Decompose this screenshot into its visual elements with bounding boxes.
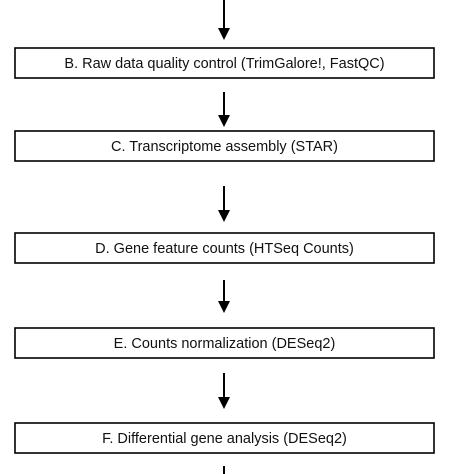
step-e-label: E. Counts normalization (DESeq2) xyxy=(114,336,336,352)
step-f: F. Differential gene analysis (DESeq2) xyxy=(14,422,435,454)
step-e-box xyxy=(14,327,435,359)
step-c-label: C. Transcriptome assembly (STAR) xyxy=(111,139,338,155)
step-d-box xyxy=(14,232,435,264)
step-b: B. Raw data quality control (TrimGalore!… xyxy=(14,47,435,79)
arrow-b-to-c xyxy=(218,92,230,127)
step-f-box xyxy=(14,422,435,454)
step-f-label: F. Differential gene analysis (DESeq2) xyxy=(102,431,347,447)
step-b-box xyxy=(14,47,435,79)
step-d-label: D. Gene feature counts (HTSeq Counts) xyxy=(95,241,354,257)
arrow-c-to-d xyxy=(218,186,230,222)
arrow-e-to-f xyxy=(218,373,230,409)
step-c-box xyxy=(14,130,435,162)
step-b-label: B. Raw data quality control (TrimGalore!… xyxy=(64,56,384,72)
step-d: D. Gene feature counts (HTSeq Counts) xyxy=(14,232,435,264)
step-e: E. Counts normalization (DESeq2) xyxy=(14,327,435,359)
step-c: C. Transcriptome assembly (STAR) xyxy=(14,130,435,162)
arrow-d-to-e xyxy=(218,280,230,313)
arrow-into-step-b xyxy=(218,0,230,40)
